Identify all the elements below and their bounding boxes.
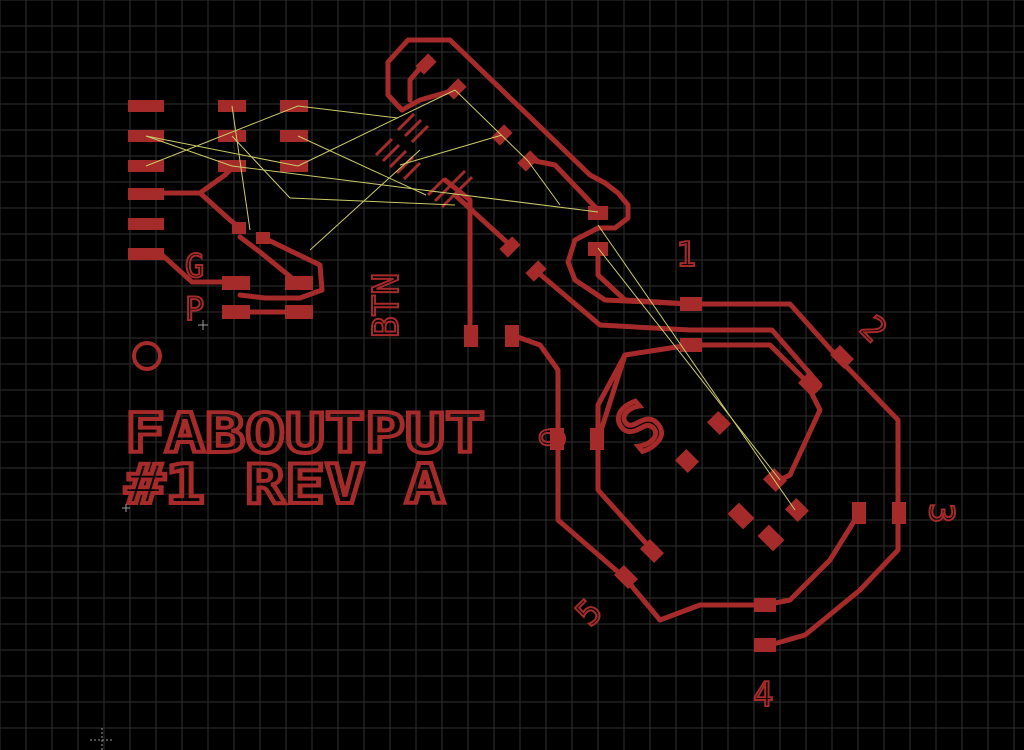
pad-r1-a [232, 222, 246, 234]
trace-diagonal-2 [532, 267, 823, 388]
origin-markers [90, 320, 208, 750]
pad-j1-1 [128, 100, 164, 112]
pad-center-1 [706, 410, 732, 436]
silkscreen-labels: G P BTN 1 2 3 4 5 6 S FABOUTPUT #1 REV A [123, 234, 962, 716]
button-label: BTN [366, 273, 407, 338]
trace-6b [595, 352, 628, 443]
pad-p-2 [285, 305, 313, 319]
pad-u1-4 [280, 100, 308, 112]
trace-from-1 [595, 249, 693, 307]
pad-out-4b [754, 638, 776, 652]
pad-out-2 [829, 344, 855, 370]
pad-label-3: 3 [921, 503, 961, 523]
header-label-p: P [185, 290, 204, 328]
pad-btn-1 [464, 325, 478, 347]
pad-j1-5 [128, 218, 164, 230]
pad-u1-5 [280, 130, 308, 142]
pad-ic-e [588, 206, 608, 220]
pad-label-6: 6 [531, 427, 571, 447]
header-label-g: G [185, 247, 204, 285]
pad-out-6b [590, 428, 604, 450]
pad-out-3 [852, 502, 866, 524]
pad-p-1 [222, 305, 250, 319]
pad-out-1b [680, 338, 702, 352]
pad-out-4 [754, 598, 776, 612]
pad-ic-h [525, 260, 547, 282]
pad-ic-g [499, 236, 521, 258]
trace-diagonal-1 [452, 192, 513, 248]
pad-btn-2 [505, 325, 519, 347]
fiducial-circle [132, 341, 162, 371]
pad-center-3 [762, 467, 788, 493]
pad-j1-4 [128, 188, 164, 200]
pad-out-1 [680, 297, 702, 311]
pad-center-5 [727, 502, 755, 530]
pad-ic-b [445, 78, 467, 100]
pad-u1-6 [280, 160, 308, 172]
pad-center-6 [757, 524, 785, 552]
trace-diagonal-3 [527, 157, 601, 213]
pad-out-5 [613, 564, 639, 590]
pad-out-5b [639, 538, 665, 564]
pad-ic-a [415, 53, 437, 75]
copper-pads [128, 53, 906, 652]
trace-header-4 [237, 234, 301, 286]
pad-r1-b [256, 232, 270, 244]
pad-label-1: 1 [676, 235, 696, 275]
trace-header-3 [237, 234, 325, 301]
pad-label-4: 4 [753, 675, 773, 715]
pad-g-1 [222, 276, 250, 290]
airwires [145, 89, 796, 511]
pad-out-2b [797, 372, 823, 398]
pad-ic-f [588, 242, 608, 256]
pad-j1-6 [128, 248, 164, 260]
pad-out-6 [550, 428, 564, 450]
pad-out-3b [892, 502, 906, 524]
pad-g-2 [285, 276, 313, 290]
trace-6 [509, 332, 861, 623]
board-title-line-2: #1 REV A [125, 453, 445, 516]
board-title-line-1: FABOUTPUT [125, 402, 485, 465]
pad-center-2 [674, 448, 700, 474]
